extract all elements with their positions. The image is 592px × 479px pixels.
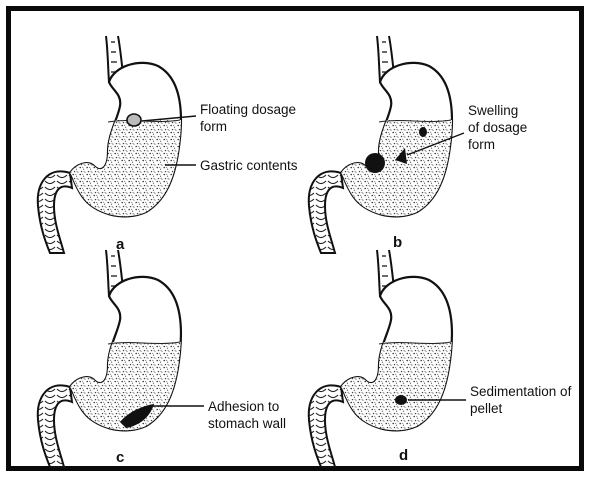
- label-sedimentation-of-pellet: Sedimentation of pellet: [470, 383, 571, 417]
- stomach-illustration-c: [38, 250, 188, 467]
- floating-dosage-form: [127, 114, 141, 126]
- sedimented-pellet: [395, 395, 407, 405]
- panel-letter-d: d: [399, 447, 408, 464]
- label-gastric-contents: Gastric contents: [200, 157, 298, 174]
- panel-letter-b: b: [393, 234, 402, 251]
- swollen-dosage-form: [365, 153, 385, 173]
- label-floating-dosage-form: Floating dosage form: [200, 101, 296, 135]
- panel-letter-c: c: [116, 449, 124, 466]
- label-swelling-of-dosage-form: Swelling of dosage form: [468, 102, 527, 153]
- stomach-illustration-a: [38, 36, 188, 253]
- label-adhesion-to-stomach-wall: Adhesion to stomach wall: [208, 398, 286, 432]
- stomach-illustration-b: [309, 36, 459, 253]
- panel-letter-a: a: [116, 236, 124, 253]
- stomach-illustration-d: [309, 250, 459, 467]
